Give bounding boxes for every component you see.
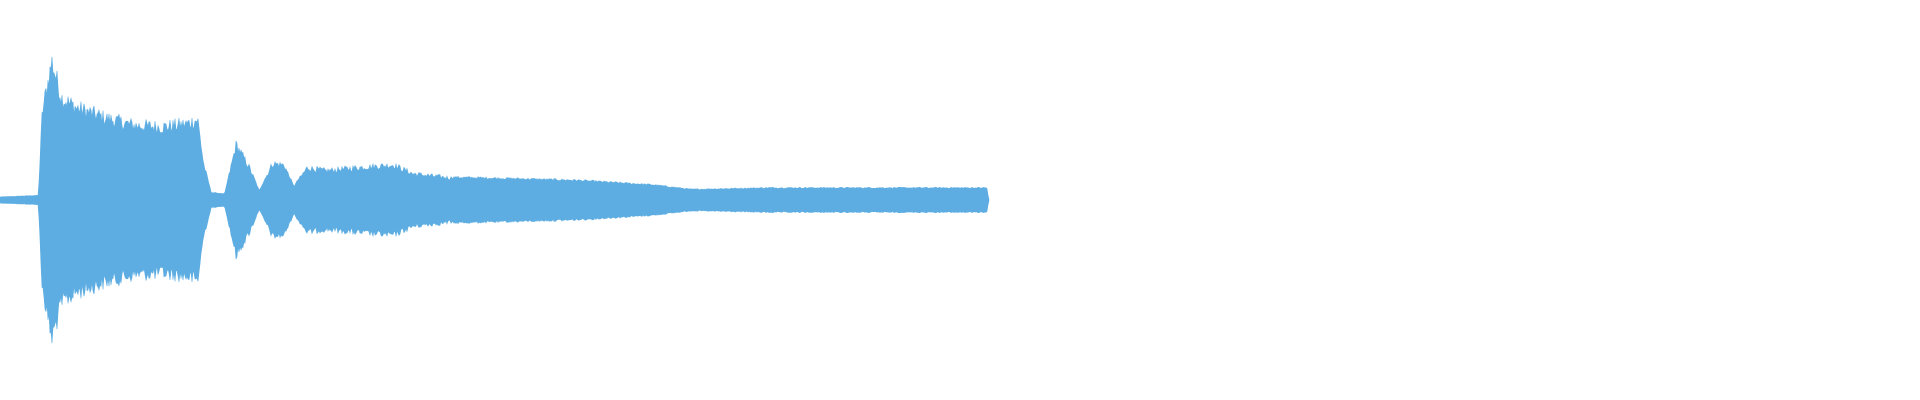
- waveform-view[interactable]: [0, 0, 1920, 400]
- audio-waveform[interactable]: [0, 0, 1920, 400]
